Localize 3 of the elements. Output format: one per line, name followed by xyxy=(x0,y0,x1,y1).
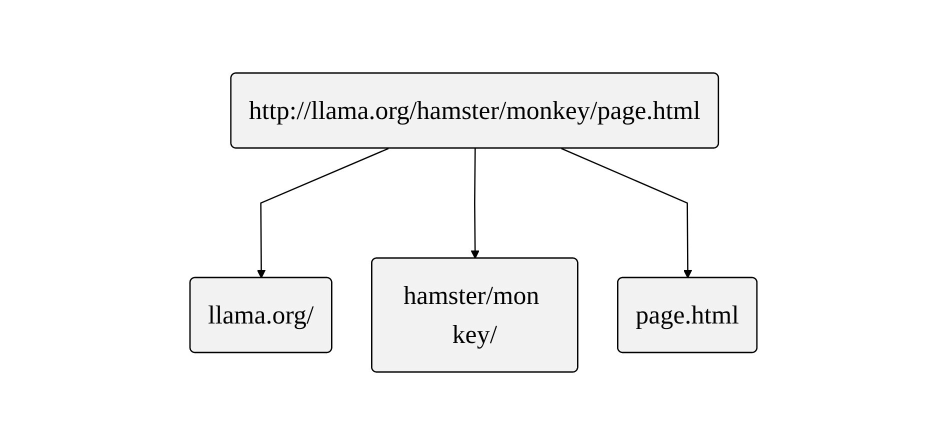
arrow xyxy=(470,148,480,258)
arrow xyxy=(256,147,388,278)
arrow xyxy=(560,147,692,278)
